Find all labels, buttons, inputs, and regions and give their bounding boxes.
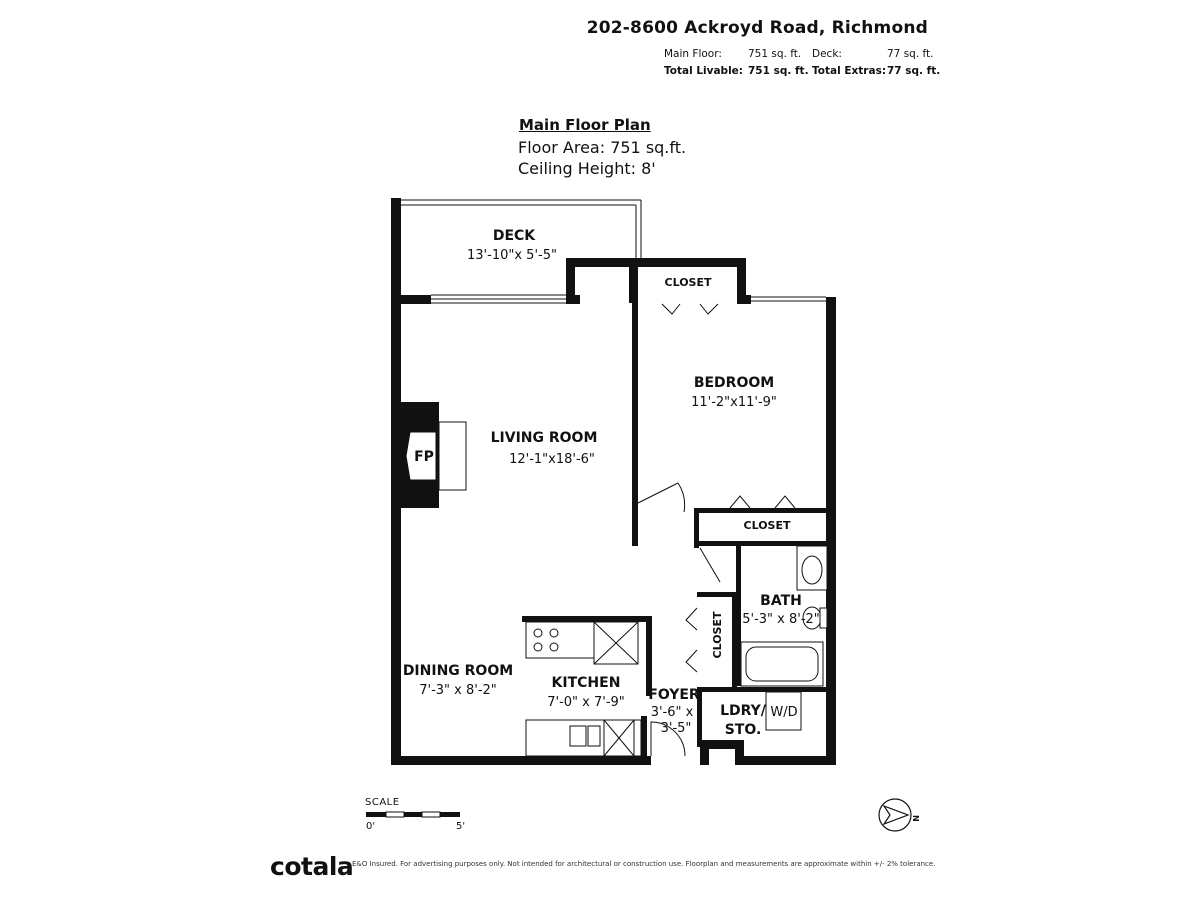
plan-title: Main Floor Plan	[519, 116, 651, 134]
compass-north-letter: N	[911, 815, 920, 822]
scale-start: 0'	[366, 821, 376, 832]
top-closet-label: CLOSET	[665, 276, 712, 289]
dining-room-label: DINING ROOM	[403, 663, 513, 679]
floor-area: Floor Area: 751 sq.ft.	[518, 138, 687, 157]
living-room-dims: 12'-1"x18'-6"	[509, 452, 595, 467]
total-livable-label: Total Livable:	[664, 65, 743, 77]
laundry-label-line1: LDRY/	[720, 703, 767, 719]
stove-burners	[533, 628, 559, 652]
deck-label: Deck:	[812, 48, 842, 60]
compass-icon: N	[878, 798, 920, 832]
bath-dims: 5'-3" x 8'-2"	[742, 612, 820, 627]
foyer-label: FOYER	[648, 687, 700, 703]
foyer-dims-line1: 3'-6" x	[651, 705, 694, 720]
living-room-label: LIVING ROOM	[491, 430, 598, 446]
scale-end: 5'	[456, 821, 466, 832]
bath-fixtures	[740, 545, 828, 687]
bedroom-label: BEDROOM	[694, 375, 774, 391]
bedroom-dims: 11'-2"x11'-9"	[691, 395, 777, 410]
foyer-dims-line2: 3'-5"	[661, 721, 692, 736]
fireplace-hearth	[405, 421, 467, 491]
deck-dims: 13'-10"x 5'-5"	[467, 248, 557, 263]
bath-label: BATH	[760, 593, 802, 609]
main-floor-label: Main Floor:	[664, 48, 722, 60]
scale-label: SCALE	[365, 797, 400, 808]
scale-bar	[366, 811, 460, 818]
kitchen-fixtures	[525, 621, 642, 757]
deck-outline	[401, 199, 642, 304]
kitchen-label: KITCHEN	[552, 675, 621, 691]
main-floor-value: 751 sq. ft.	[748, 48, 802, 60]
hall-closet-label: CLOSET	[711, 611, 724, 658]
bedroom-closet-label: CLOSET	[744, 519, 791, 532]
doors	[637, 303, 796, 757]
total-livable-value: 751 sq. ft.	[748, 65, 809, 77]
deck-value: 77 sq. ft.	[887, 48, 934, 60]
total-extras-value: 77 sq. ft.	[887, 65, 941, 77]
property-address: 202-8600 Ackroyd Road, Richmond	[586, 18, 928, 38]
total-extras-label: Total Extras:	[812, 65, 887, 77]
deck-label: DECK	[493, 228, 536, 244]
washer-dryer-label: W/D	[770, 705, 797, 720]
laundry-fixtures	[765, 691, 802, 731]
disclaimer-text: E&O Insured. For advertising purposes on…	[352, 860, 936, 868]
brand-logo: cotala	[270, 852, 354, 881]
laundry-label-line2: STO.	[725, 722, 762, 738]
fireplace-label: FP	[414, 449, 434, 465]
kitchen-dims: 7'-0" x 7'-9"	[547, 695, 625, 710]
bedroom-window	[751, 296, 826, 302]
ceiling-height: Ceiling Height: 8'	[518, 159, 656, 178]
dining-room-dims: 7'-3" x 8'-2"	[419, 683, 497, 698]
